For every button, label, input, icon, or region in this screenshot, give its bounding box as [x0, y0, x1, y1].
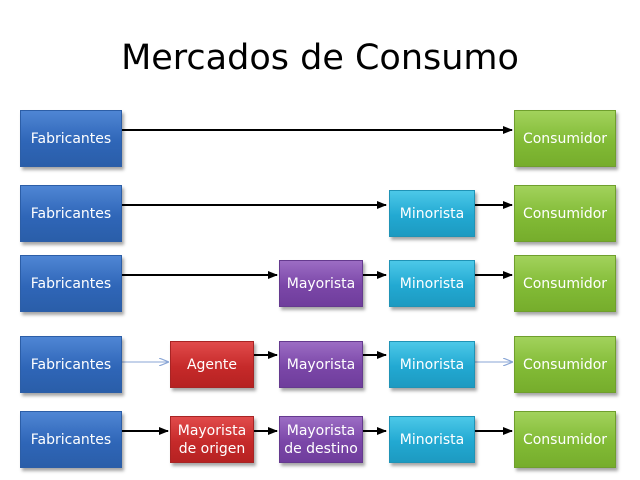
consumidor-box-row1: Consumidor — [514, 110, 616, 167]
mayorista-box-row3: Mayorista — [279, 260, 363, 307]
fabricantes-box-row4: Fabricantes — [20, 336, 122, 393]
consumidor-box-row4: Consumidor — [514, 336, 616, 393]
minorista-box-row5: Minorista — [389, 416, 475, 463]
mayorista-origen-box-row5: Mayorista de origen — [170, 416, 254, 463]
page-title: Mercados de Consumo — [121, 38, 519, 78]
mayorista-destino-box-row5: Mayorista de destino — [279, 416, 363, 463]
fabricantes-box-row3: Fabricantes — [20, 255, 122, 312]
minorista-box-row3: Minorista — [389, 260, 475, 307]
agente-box-row4: Agente — [170, 341, 254, 388]
consumidor-box-row2: Consumidor — [514, 185, 616, 242]
minorista-box-row4: Minorista — [389, 341, 475, 388]
mayorista-box-row4: Mayorista — [279, 341, 363, 388]
minorista-box-row2: Minorista — [389, 190, 475, 237]
fabricantes-box-row5: Fabricantes — [20, 411, 122, 468]
fabricantes-box-row2: Fabricantes — [20, 185, 122, 242]
consumidor-box-row5: Consumidor — [514, 411, 616, 468]
fabricantes-box-row1: Fabricantes — [20, 110, 122, 167]
consumidor-box-row3: Consumidor — [514, 255, 616, 312]
